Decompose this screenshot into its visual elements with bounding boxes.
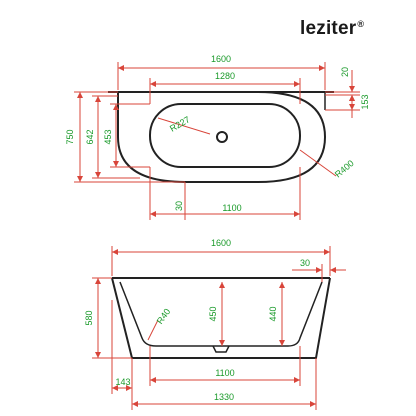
label-offset: 30 (174, 201, 184, 211)
side-label-rim-offset: 30 (300, 258, 310, 268)
label-inner-width: 642 (85, 129, 95, 144)
side-label-overall-height: 580 (84, 310, 94, 325)
brand-logo: leziter® (300, 18, 364, 40)
leader-outer-radius (299, 149, 337, 177)
side-view-drain-icon (212, 345, 230, 353)
label-basin-width: 453 (103, 129, 113, 144)
side-label-depth-b: 440 (268, 306, 278, 321)
side-leader-corner-radius (147, 319, 159, 341)
top-view-outer-shell (117, 91, 327, 183)
leader-inner-radius (157, 117, 211, 135)
side-label-overall-length: 1600 (211, 238, 231, 248)
top-view-inner-basin (149, 103, 301, 168)
drain-icon (216, 131, 228, 143)
top-view: 1600 1280 1100 30 750 642 453 20 153 R22… (65, 54, 370, 220)
label-overall-width: 750 (65, 129, 75, 144)
label-inner-length: 1280 (215, 71, 235, 81)
label-rim-depth: 20 (340, 67, 350, 77)
registered-mark: ® (357, 18, 365, 29)
brand-name: leziter (300, 18, 357, 39)
side-label-depth-a: 450 (208, 306, 218, 321)
side-label-foot-offset: 143 (115, 377, 130, 387)
side-label-base-length: 1100 (215, 368, 234, 378)
label-back-depth: 153 (360, 94, 370, 109)
label-inner-radius: R227 (168, 114, 192, 133)
side-view: 1600 30 580 R40 450 440 1100 143 1330 (84, 238, 346, 410)
side-view-outer-shell (111, 277, 331, 359)
side-label-bottom-length: 1330 (214, 392, 234, 402)
label-outer-radius: R400 (333, 158, 356, 179)
side-label-corner-radius: R40 (155, 307, 173, 326)
label-overall-length: 1600 (211, 54, 231, 64)
label-basin-length: 1100 (222, 203, 241, 213)
